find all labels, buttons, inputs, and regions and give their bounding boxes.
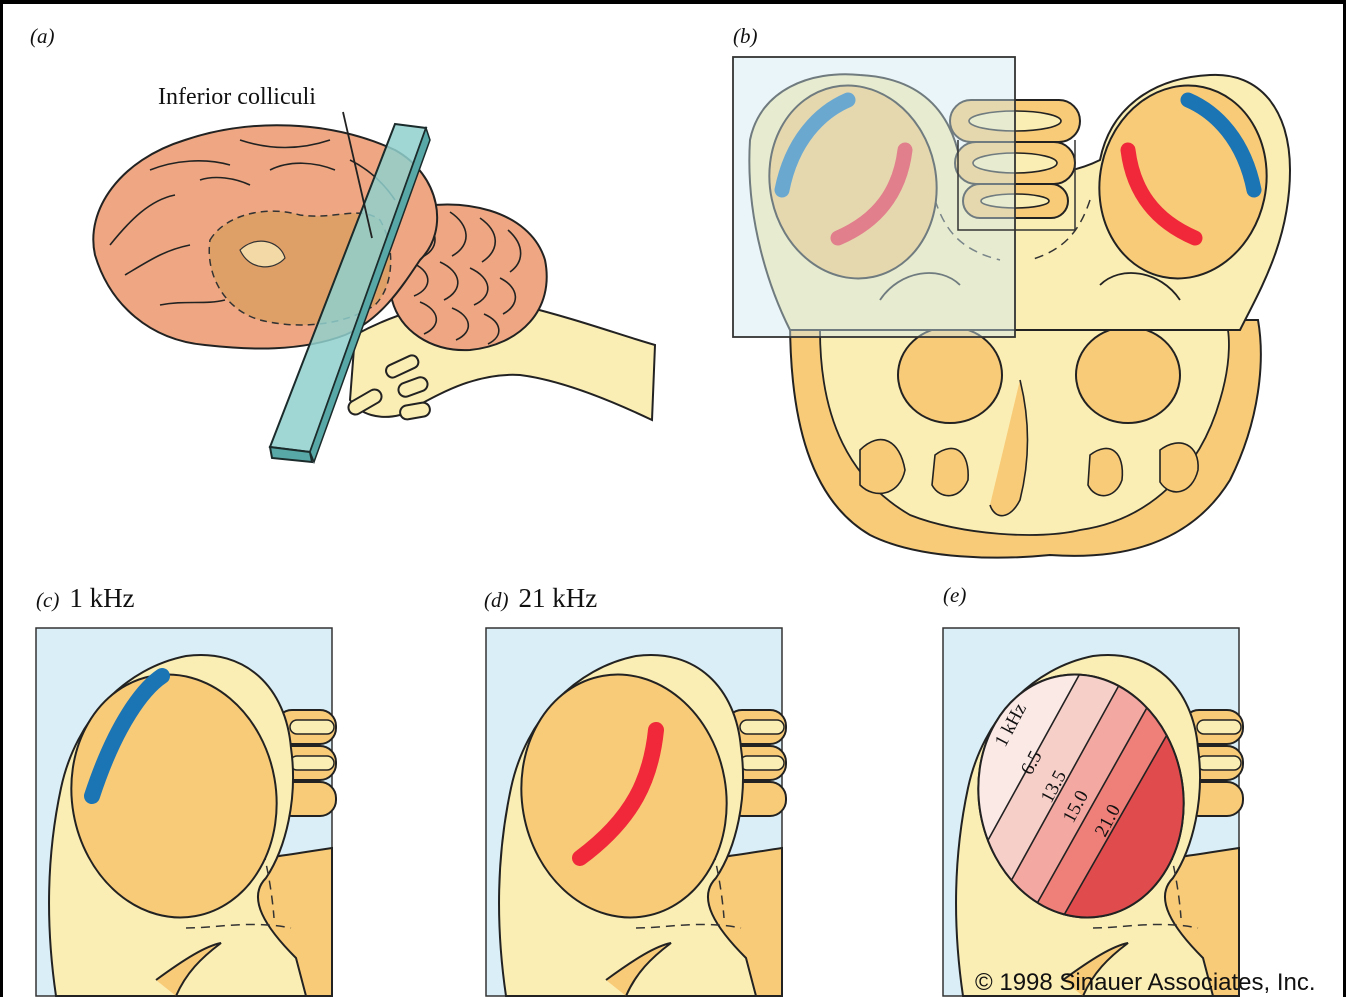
zone-label-15-0: 15.0 [1059,787,1093,826]
copyright-notice: © 1998 Sinauer Associates, Inc. [975,968,1346,997]
zone-label-13-5: 13.5 [1037,767,1071,806]
zone-label-21-0: 21.0 [1091,801,1125,840]
zone-label-6-5: 6.5 [1017,748,1047,779]
zone-label-1khz: 1 kHz [991,700,1031,750]
